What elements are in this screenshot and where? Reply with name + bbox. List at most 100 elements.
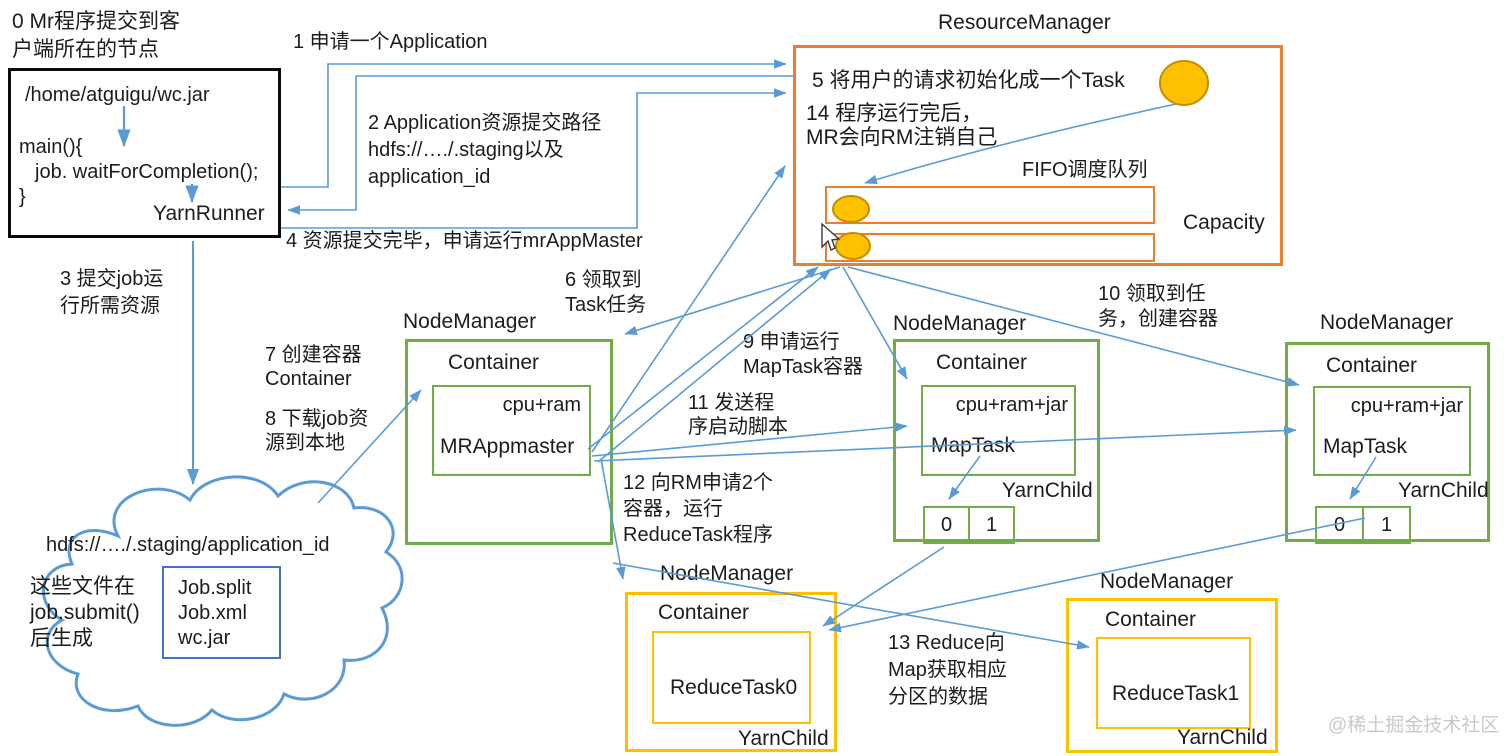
msg-6-line2: Task任务	[565, 294, 647, 316]
msg-1-label: 1 申请一个Application	[293, 31, 488, 53]
maptask2-label: MapTask	[1323, 435, 1408, 458]
resourcemanager-box: 5 将用户的请求初始化成一个Task 14 程序运行完后， MR会向RM注销自己…	[793, 45, 1283, 266]
nodemanager4-box: Container ReduceTask0 YarnChild	[625, 592, 837, 752]
client-code-wait: job. waitForCompletion();	[35, 161, 259, 183]
nodemanager2-container-label: Container	[936, 351, 1028, 374]
nodemanager3-container-box: cpu+ram+jar MapTask	[1313, 386, 1471, 476]
msg-5-label: 5 将用户的请求初始化成一个Task	[812, 69, 1125, 92]
partition-slot-1: 1	[968, 506, 1015, 544]
hdfs-note: 这些文件在 job.submit() 后生成	[30, 574, 140, 652]
client-box: /home/atguigu/wc.jar main(){ job. waitFo…	[8, 68, 281, 238]
client-code-main: main(){	[19, 136, 83, 158]
watermark: @稀土掘金技术社区	[1328, 715, 1500, 736]
msg-12-line1: 12 向RM申请2个	[623, 472, 774, 494]
partition-slot-1: 1	[1362, 506, 1411, 544]
fifo-queue-1	[825, 186, 1155, 224]
msg-8-label: 8 下载job资 源到本地	[265, 407, 368, 455]
msg-12-line3: ReduceTask程序	[623, 524, 774, 546]
msg-2-line1: 2 Application资源提交路径	[368, 112, 602, 134]
nodemanager5-title: NodeManager	[1100, 570, 1234, 593]
msg-14-label: 14 程序运行完后， MR会向RM注销自己	[806, 102, 997, 150]
nodemanager1-resource-label: cpu+ram	[502, 394, 581, 416]
fifo-queue-label: FIFO调度队列	[1022, 159, 1148, 181]
nodemanager4-title: NodeManager	[660, 562, 794, 585]
msg-3-label: 3 提交job运 行所需资源	[60, 266, 163, 320]
reducetask0-label: ReduceTask0	[670, 676, 798, 699]
nodemanager3-yarnchild-label: YarnChild	[1398, 479, 1489, 502]
nodemanager3-title: NodeManager	[1320, 311, 1454, 334]
nodemanager1-box: Container cpu+ram MRAppmaster	[405, 339, 613, 545]
nodemanager2-partition-slots: 0 1	[923, 506, 1015, 544]
nodemanager1-title: NodeManager	[403, 310, 537, 333]
msg-13-line1: 13 Reduce向	[888, 632, 1005, 654]
nodemanager5-box: Container ReduceTask1 YarnChild	[1066, 598, 1278, 753]
nodemanager1-container-label: Container	[448, 351, 540, 374]
nodemanager3-resource-label: cpu+ram+jar	[1350, 395, 1463, 417]
arrow-6-fetch-task	[624, 266, 841, 336]
hdfs-staging-path: hdfs://…./.staging/application_id	[46, 534, 330, 556]
msg-14-line1: 14 程序运行完后，	[806, 102, 983, 125]
msg-6-line1: 6 领取到	[565, 269, 642, 291]
job-files-list: Job.split Job.xml wc.jar	[178, 576, 251, 651]
msg-7-line1: 7 创建容器	[265, 344, 362, 366]
msg-13-line3: 分区的数据	[888, 686, 988, 708]
msg-14-line2: MR会向RM注销自己	[806, 126, 998, 149]
msg-11-label: 11 发送程 序启动脚本	[688, 391, 788, 439]
nodemanager2-container-box: cpu+ram+jar MapTask	[921, 385, 1076, 476]
client-note-line1: 0 Mr程序提交到客	[12, 10, 180, 33]
job-file-split: Job.split	[178, 577, 252, 599]
nodemanager2-yarnchild-label: YarnChild	[1002, 479, 1093, 502]
msg-13-label: 13 Reduce向 Map获取相应 分区的数据	[888, 630, 1007, 711]
msg-13-line2: Map获取相应	[888, 659, 1007, 681]
client-note-line2: 户端所在的节点	[12, 38, 159, 61]
job-files-box: Job.split Job.xml wc.jar	[162, 566, 281, 659]
nodemanager3-box: Container cpu+ram+jar MapTask YarnChild …	[1285, 342, 1490, 544]
job-file-xml: Job.xml	[178, 602, 247, 624]
msg-11-line2: 序启动脚本	[688, 416, 788, 438]
resourcemanager-title: ResourceManager	[938, 11, 1111, 34]
msg-12-label: 12 向RM申请2个 容器，运行 ReduceTask程序	[623, 470, 773, 548]
nodemanager4-container-box: ReduceTask0	[652, 631, 811, 724]
nodemanager5-container-box: ReduceTask1	[1096, 637, 1251, 729]
reducetask1-label: ReduceTask1	[1112, 682, 1240, 705]
maptask1-label: MapTask	[931, 434, 1016, 457]
nodemanager1-container-box: cpu+ram MRAppmaster	[432, 385, 591, 476]
msg-12-line2: 容器，运行	[623, 498, 723, 520]
nodemanager3-partition-slots: 0 1	[1315, 506, 1411, 544]
msg-4-label: 4 资源提交完毕，申请运行mrAppMaster	[286, 230, 643, 252]
nodemanager5-container-label: Container	[1105, 608, 1197, 631]
msg-10-line1: 10 领取到任	[1098, 283, 1206, 305]
msg-9-label: 9 申请运行 MapTask容器	[743, 330, 863, 380]
msg-7-line2: Container	[265, 368, 352, 390]
client-code-brace: }	[19, 186, 26, 208]
capacity-label: Capacity	[1183, 211, 1265, 234]
msg-10-label: 10 领取到任 务，创建容器	[1098, 282, 1218, 332]
msg-8-line2: 源到本地	[265, 432, 345, 454]
arrow-13-reduce-fetch-from-middle-map	[822, 546, 945, 627]
partition-slot-0: 0	[1315, 506, 1364, 544]
mrappmaster-label: MRAppmaster	[440, 435, 575, 458]
msg-7-label: 7 创建容器 Container	[265, 343, 362, 391]
nodemanager5-yarnchild-label: YarnChild	[1177, 726, 1268, 749]
msg-8-line1: 8 下载job资	[265, 408, 369, 430]
hdfs-note-line1: 这些文件在	[30, 575, 135, 598]
msg-2-line3: application_id	[368, 166, 491, 188]
msg-9-line1: 9 申请运行	[743, 331, 840, 353]
nodemanager4-container-label: Container	[658, 601, 750, 624]
hdfs-note-line2: job.submit()	[30, 601, 140, 624]
msg-2-line2: hdfs://…./.staging以及	[368, 139, 564, 161]
nodemanager4-yarnchild-label: YarnChild	[738, 727, 829, 750]
nodemanager2-resource-label: cpu+ram+jar	[955, 394, 1068, 416]
client-yarnrunner-label: YarnRunner	[153, 202, 265, 225]
client-jar-path: /home/atguigu/wc.jar	[25, 84, 210, 106]
hdfs-note-line3: 后生成	[30, 627, 93, 650]
msg-11-line1: 11 发送程	[688, 392, 775, 414]
job-file-jar: wc.jar	[178, 627, 231, 649]
partition-slot-0: 0	[923, 506, 970, 544]
msg-9-line2: MapTask容器	[743, 356, 864, 378]
msg-3-line1: 3 提交job运	[60, 268, 164, 290]
nodemanager2-box: Container cpu+ram+jar MapTask YarnChild …	[893, 339, 1100, 544]
client-note: 0 Mr程序提交到客 户端所在的节点	[12, 8, 180, 64]
msg-10-line2: 务，创建容器	[1098, 308, 1218, 330]
